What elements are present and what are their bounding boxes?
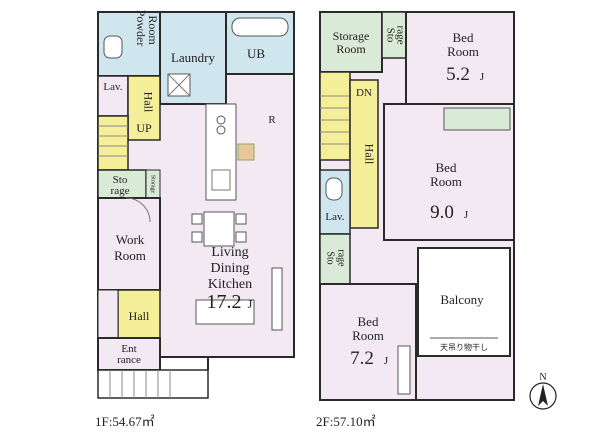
svg-text:Powder: Powder — [134, 10, 148, 47]
bed-room-2-area-value: 9.0 — [430, 202, 454, 223]
entrance-area — [97, 337, 161, 371]
floor-2-plan — [319, 11, 515, 401]
bathtub-icon — [231, 17, 289, 37]
bed-room-3-label-2: Room — [352, 328, 384, 343]
compass-icon — [529, 382, 557, 410]
entrance-label-2: rance — [117, 354, 141, 366]
storage-1f-label-1: Sto — [113, 174, 128, 186]
laundry-area — [159, 11, 227, 105]
lav-2f-area — [319, 169, 351, 235]
bed-room-2-unit: J — [464, 209, 469, 221]
bed-room-1-label-1: Bed — [453, 30, 474, 45]
balcony-note: 天吊り物干し — [440, 342, 488, 352]
bed-room-1-area-value: 5.2 — [446, 64, 470, 85]
svg-text:Room: Room — [146, 15, 160, 45]
lower-hall-area — [117, 289, 161, 339]
lower-hall-label: Hall — [129, 309, 150, 323]
bed-room-3-area-value: 7.2 — [350, 348, 374, 369]
entrance-label-1: Ent — [121, 343, 136, 355]
floor-1-caption: 1F:54.67㎡ — [95, 414, 155, 429]
bed-room-2-label-2: Room — [430, 174, 462, 189]
bed-room-1-unit: J — [480, 71, 485, 83]
shoe-storage-area — [97, 289, 119, 339]
toilet-2f-icon — [325, 177, 343, 201]
toilet-icon — [103, 35, 123, 59]
work-room-label-2: Room — [114, 248, 146, 263]
ldk-label-3: Kitchen — [208, 277, 252, 292]
storage-1f-label-2: rage — [111, 185, 130, 197]
ldk-area-value: 17.2 — [207, 291, 242, 313]
compass-north-label: N — [539, 372, 546, 383]
bed-room-3-label-1: Bed — [358, 314, 379, 329]
balcony-label: Balcony — [440, 292, 484, 307]
bed-room-1-label-2: Room — [447, 44, 479, 59]
sink-icon — [211, 169, 231, 191]
storage-1f-area — [97, 169, 147, 199]
ldk-area-unit: J — [248, 297, 253, 311]
bed-room-2-label-1: Bed — [436, 160, 457, 175]
dining-table — [203, 211, 235, 247]
storage-side-label-1: Sto — [325, 251, 336, 264]
sofa — [195, 299, 255, 325]
storage-side-label-2: rage — [336, 249, 347, 267]
upper-hall-area — [127, 75, 161, 141]
upper-hall-label: Hall — [141, 92, 155, 113]
bed-room-1-area — [405, 11, 515, 105]
hall-2f-label: Hall — [362, 144, 376, 165]
stairs-area — [97, 115, 129, 171]
porch-area — [97, 369, 209, 399]
storage-room-area — [319, 11, 383, 73]
powder-room-label-1: Powder — [134, 10, 148, 47]
storage-top-label-2: rage — [394, 26, 406, 45]
storage-room-label-1: Storage — [333, 29, 370, 43]
ldk-label-2: Dining — [211, 261, 250, 276]
up-label: UP — [136, 121, 152, 135]
lav-2f-label: Lav. — [325, 211, 344, 223]
tv-board — [271, 267, 283, 331]
hall-2f-area — [349, 79, 379, 229]
bed-room-3-unit: J — [384, 355, 389, 367]
laundry-label: Laundry — [171, 50, 216, 65]
stairs-2f-area — [319, 71, 351, 161]
lav-1f-label: Lav. — [103, 81, 122, 93]
floor-2-caption: 2F:57.10㎡ — [316, 414, 376, 429]
powder-room-label-2: Room — [146, 15, 160, 45]
storage-room-label-2: Room — [336, 42, 366, 56]
storage-small-label: Storage — [150, 175, 156, 194]
work-room-label-1: Work — [116, 232, 145, 247]
closet-3-icon — [397, 345, 411, 395]
ub-label: UB — [247, 46, 265, 61]
dn-label: DN — [356, 87, 372, 99]
r-mark-label: R — [268, 114, 276, 126]
ldk-label-1: Living — [211, 245, 248, 260]
lav-area — [97, 75, 129, 117]
fridge-icon — [237, 143, 255, 161]
storage-top-label-1: Sto — [384, 28, 396, 43]
floor-1-plan — [97, 11, 295, 399]
